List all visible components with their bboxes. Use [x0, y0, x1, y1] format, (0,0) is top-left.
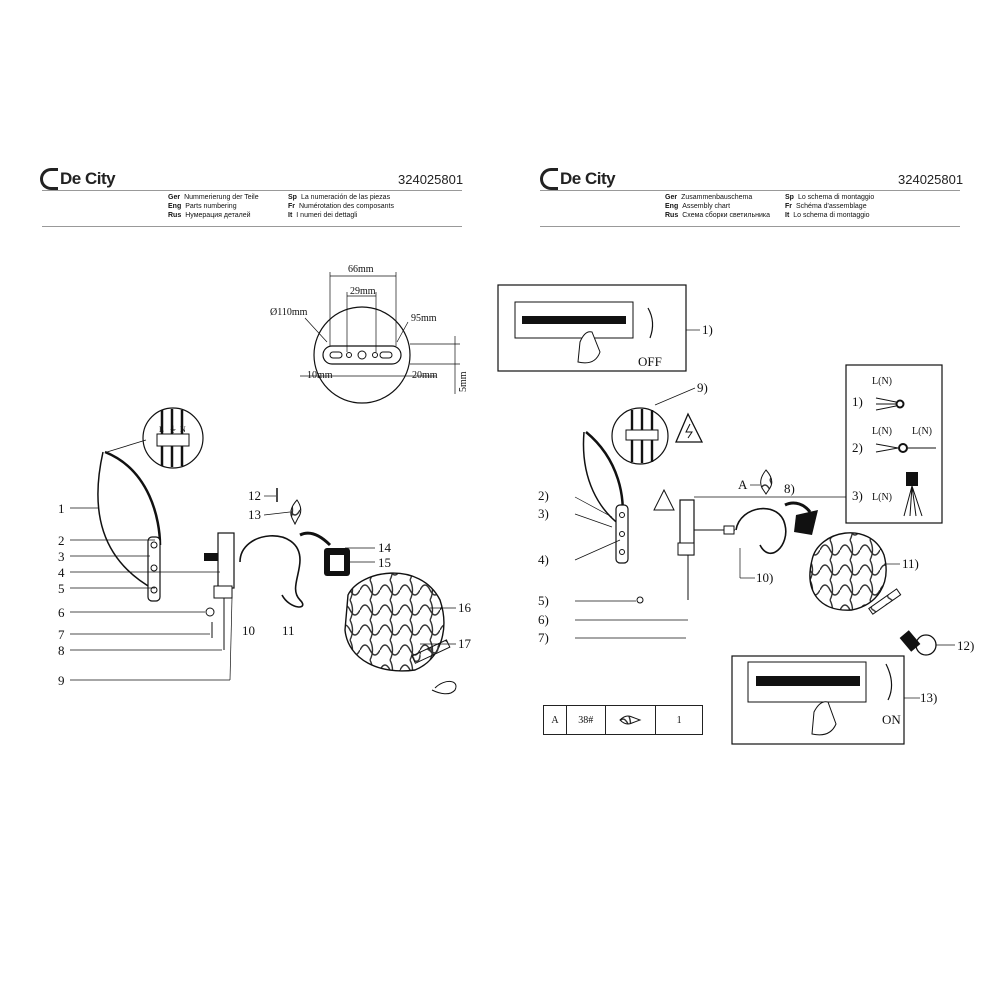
- svg-text:2): 2): [852, 440, 863, 455]
- part-label-1: 1: [58, 501, 65, 516]
- step-label-3-wiring: 3): [852, 488, 863, 503]
- part-label-15: 15: [378, 555, 391, 570]
- svg-text:⏚: ⏚: [169, 425, 177, 434]
- lamp-exploded-view: [97, 450, 457, 695]
- switch-off-panel: OFF 1): [497, 284, 713, 372]
- switch-off-label: OFF: [638, 354, 662, 369]
- step-label-3: 3): [538, 506, 549, 521]
- step-label-12: 12): [957, 638, 974, 653]
- logo-icon: [40, 168, 58, 190]
- step-label-1: 1): [702, 322, 713, 337]
- header-rule-bottom: [42, 226, 462, 227]
- dim-110: Ø110mm: [270, 307, 308, 318]
- svg-text:L(N): L(N): [872, 426, 892, 437]
- header-rule-bottom: [540, 226, 960, 227]
- svg-text:N: N: [180, 425, 186, 434]
- switch-on-panel: ON 13): [731, 655, 937, 745]
- step-label-10: 10): [756, 570, 773, 585]
- header-rule-top: [540, 190, 960, 191]
- step-label-11: 11): [902, 556, 919, 571]
- step-label-8: 8): [784, 481, 795, 496]
- dim-5: 5mm: [458, 371, 469, 392]
- wiring-steps-panel: L(N) 1) L(N) L(N) 2) L(N): [845, 364, 943, 524]
- part-label-11: 11: [282, 623, 295, 638]
- svg-text:L(N): L(N): [912, 426, 932, 437]
- part-label-3: 3: [58, 549, 65, 564]
- header-rule-top: [42, 190, 462, 191]
- part-label-2: 2: [58, 533, 65, 548]
- svg-text:1): 1): [852, 394, 863, 409]
- part-label-6: 6: [58, 605, 65, 620]
- switch-on-label: ON: [882, 712, 901, 727]
- part-label-14: 14: [378, 540, 392, 555]
- terminal-zoom-detail: L ⏚ N: [106, 407, 204, 469]
- part-label-17: 17: [458, 636, 472, 651]
- crystal-pendant-icon: [606, 706, 657, 734]
- dim-95: 95mm: [411, 313, 437, 324]
- table-cell-qty: 1: [676, 714, 682, 726]
- dim-10: 10mm: [307, 370, 333, 381]
- part-label-4: 4: [58, 565, 65, 580]
- step-labels: 2) 3) 4) 5) 6) 7) 8) 9) 10) 11) 12) 3) A: [538, 380, 974, 653]
- step-label-13: 13): [920, 690, 937, 705]
- callout-a: A: [738, 477, 748, 492]
- canopy-dimension-drawing: 66mm 29mm Ø110mm 95mm 10mm 20mm 5mm: [270, 264, 469, 404]
- step-label-4: 4): [538, 552, 549, 567]
- doc-number: 324025801: [898, 172, 964, 187]
- brand-name: De City: [60, 169, 116, 188]
- doc-number: 324025801: [398, 172, 464, 187]
- step-label-5: 5): [538, 593, 549, 608]
- part-label-7: 7: [58, 627, 65, 642]
- step-label-6: 6): [538, 612, 549, 627]
- dim-20: 20mm: [412, 370, 438, 381]
- logo-icon: [540, 168, 558, 190]
- brand-logo: De City: [540, 168, 616, 190]
- dim-29: 29mm: [350, 286, 376, 297]
- step-label-2: 2): [538, 488, 549, 503]
- part-label-16: 16: [458, 600, 472, 615]
- part-label-5: 5: [58, 581, 65, 596]
- brand-name: De City: [560, 169, 616, 188]
- step-label-7: 7): [538, 630, 549, 645]
- dim-66: 66mm: [348, 264, 374, 275]
- brand-logo: De City: [40, 168, 116, 190]
- part-label-9: 9: [58, 673, 65, 688]
- assembly-view: [582, 407, 937, 656]
- part-label-10: 10: [242, 623, 255, 638]
- parts-table: A 38# 1: [543, 705, 703, 735]
- svg-text:L(N): L(N): [872, 376, 892, 387]
- part-label-13: 13: [248, 507, 261, 522]
- part-labels: 1 2 3 4 5 6 7 8 9 10 11 12 13 14 15 16 1…: [58, 488, 472, 688]
- part-label-8: 8: [58, 643, 65, 658]
- table-cell-code: 38#: [567, 706, 606, 734]
- table-cell-id: A: [544, 706, 567, 734]
- svg-text:L(N): L(N): [872, 492, 892, 503]
- part-label-12: 12: [248, 488, 261, 503]
- svg-text:L: L: [159, 425, 164, 434]
- step-label-9: 9): [697, 380, 708, 395]
